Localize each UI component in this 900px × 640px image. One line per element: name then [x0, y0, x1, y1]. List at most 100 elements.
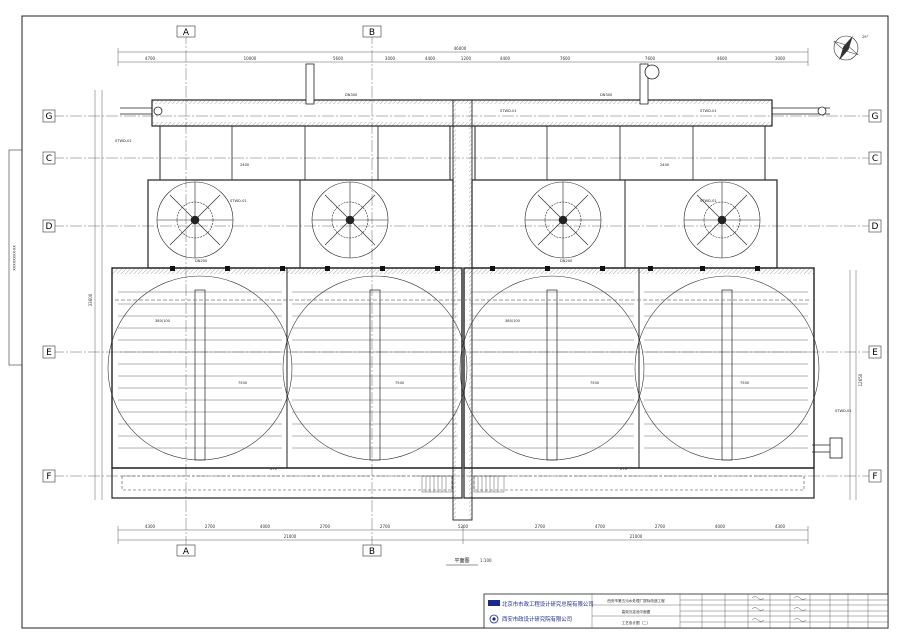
grid-bubble-row-e-right: E [868, 345, 882, 359]
svg-text:E: E [46, 348, 52, 358]
label-width-right: 380/100 [505, 319, 521, 323]
svg-text:C: C [872, 154, 878, 164]
grid-bubble-row-f-right: F [868, 469, 882, 483]
dim-overall-top: 46000 [454, 46, 467, 51]
grid-bubble-row-g-left: G [42, 109, 56, 123]
tube-settler-lines [118, 291, 808, 449]
label-code-4: STWD-01 [230, 199, 247, 203]
label-dn-1: DN200 [195, 259, 208, 263]
label-elev-2: 270 [620, 467, 628, 471]
label-dn-4: DN300 [600, 93, 613, 97]
side-stamp: XXXXXXXX-XX [13, 245, 17, 271]
label-dim-c1: 2400 [240, 163, 250, 167]
signature-marks [751, 596, 807, 622]
label-code-5: STWD-01 [700, 199, 717, 203]
svg-text:7600: 7600 [645, 56, 656, 61]
svg-text:2700: 2700 [380, 524, 391, 529]
dim-chain-left [94, 90, 103, 500]
drawing-name: 高效沉淀池平面图 [622, 609, 651, 614]
svg-text:C: C [46, 154, 52, 164]
svg-text:F: F [46, 472, 51, 482]
svg-text:3000: 3000 [775, 56, 786, 61]
svg-text:4000: 4000 [715, 524, 726, 529]
plan-annotations: 380/100 380/100 7500 7500 7500 7500 2400… [115, 93, 852, 471]
label-span-mid: 7500 [395, 381, 405, 385]
svg-text:4600: 4600 [717, 56, 728, 61]
grid-bubble-row-c-left: C [42, 151, 56, 165]
dim-total-bottom-right: 21000 [630, 534, 643, 539]
svg-text:1200: 1200 [461, 56, 472, 61]
label-elev-1: 270 [270, 467, 278, 471]
company-name-2: 西安市政设计研究院有限公司 [502, 615, 572, 623]
svg-text:4700: 4700 [145, 56, 156, 61]
svg-text:2700: 2700 [320, 524, 331, 529]
label-code-2: STWD-01 [700, 109, 717, 113]
mixer-3 [524, 181, 602, 259]
title-block: 北京市市政工程设计研究总院有限公司 西安市政设计研究院有限公司 西安市第五污水处… [483, 593, 889, 629]
svg-text:7600: 7600 [560, 56, 571, 61]
svg-text:3000: 3000 [385, 56, 396, 61]
dim-segments-bottom: 4300 2700 4000 2700 2700 5200 2700 4700 … [145, 524, 786, 529]
grid-bubble-row-d-left: D [42, 219, 56, 233]
grid-bubble-row-c-right: C [868, 151, 882, 165]
grid-bubble-row-g-right: G [868, 109, 882, 123]
grid-bubble-row-e-left: E [42, 345, 56, 359]
svg-text:B: B [369, 547, 375, 557]
dim-right-vertical: 12650 [858, 373, 863, 386]
dim-total-bottom-left: 21000 [284, 534, 297, 539]
scraper-bridges [194, 289, 733, 461]
svg-text:4300: 4300 [145, 524, 156, 529]
svg-text:4700: 4700 [595, 524, 606, 529]
mixer-2 [311, 181, 389, 259]
label-width-left: 380/100 [155, 319, 171, 323]
svg-text:A: A [183, 28, 190, 38]
svg-text:2700: 2700 [205, 524, 216, 529]
drawing-stage: 工艺设计图（二） [622, 620, 651, 625]
grid-bubble-col-a-bottom: A [176, 544, 196, 557]
svg-text:4300: 4300 [775, 524, 786, 529]
side-stamp-box [8, 149, 23, 366]
label-dn-2: DN200 [560, 259, 573, 263]
label-span-right: 7500 [590, 381, 600, 385]
svg-text:4000: 4000 [260, 524, 271, 529]
label-span-left: 7500 [238, 381, 248, 385]
svg-text:E: E [872, 348, 878, 358]
company-name-1: 北京市市政工程设计研究总院有限公司 [502, 600, 594, 608]
label-span-far-right: 7500 [740, 381, 750, 385]
svg-text:D: D [46, 222, 53, 232]
dim-chain-right [849, 270, 857, 500]
dim-left-vertical: 33600 [88, 293, 93, 306]
grid-bubble-row-f-left: F [42, 469, 56, 483]
dim-segments-top: 4700 10000 5600 3000 4400 1200 4400 7600… [145, 56, 786, 61]
mixer-4 [683, 181, 761, 259]
svg-text:A: A [183, 547, 190, 557]
tank-structure [111, 99, 815, 521]
north-angle-label: 29° [862, 35, 869, 39]
svg-text:5200: 5200 [458, 524, 469, 529]
svg-text:2700: 2700 [535, 524, 546, 529]
svg-text:2700: 2700 [655, 524, 666, 529]
drawing-title: 平面图 1:100 [446, 558, 492, 566]
label-dim-c2: 2400 [660, 163, 670, 167]
mixer-1 [156, 181, 234, 259]
company-logo-1 [488, 600, 500, 606]
grid-bubble-col-a-top: A [176, 25, 196, 38]
grid-bubble-col-b-top: B [362, 25, 382, 38]
svg-text:4400: 4400 [425, 56, 436, 61]
pipe-risers [153, 63, 843, 459]
stairs [421, 475, 505, 493]
pipe-runs [115, 107, 840, 453]
svg-text:G: G [872, 112, 879, 122]
svg-text:G: G [46, 112, 53, 122]
north-arrow: 29° [833, 35, 869, 61]
svg-text:D: D [872, 222, 879, 232]
svg-text:F: F [872, 472, 877, 482]
svg-text:10000: 10000 [244, 56, 257, 61]
grid-bubble-row-d-right: D [868, 219, 882, 233]
drawing-title-scale: 1:100 [480, 558, 492, 563]
dim-chain-top [117, 48, 809, 66]
company-logo-2 [489, 614, 499, 624]
svg-text:4400: 4400 [500, 56, 511, 61]
